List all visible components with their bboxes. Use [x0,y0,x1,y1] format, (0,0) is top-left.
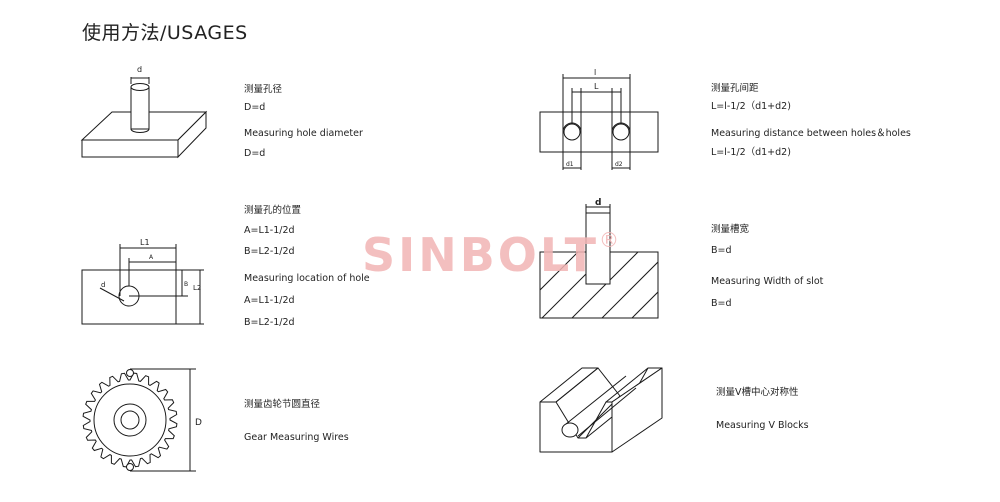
label-d2: d2 [615,161,623,168]
page-title: 使用方法/USAGES [82,22,248,44]
slot-width-en: Measuring Width of slot [711,276,824,287]
hole-location-formula-3: A=L1-1/2d [244,295,295,306]
hole-distance-en: Measuring distance between holes＆holes [711,128,911,139]
label-l: l [594,68,596,77]
label-L1: L1 [140,238,150,247]
hole-diameter-en: Measuring hole diameter [244,128,363,139]
hole-location-cn: 测量孔的位置 [244,205,302,216]
hole-diameter-formula-2: D=d [244,148,266,159]
hole-distance-formula-1: L=l-1/2（d1+d2) [711,101,791,112]
label-D: D [195,418,202,428]
hole-diameter-cn: 测量孔径 [244,84,283,95]
gear-en: Gear Measuring Wires [244,432,349,443]
v-block-en: Measuring V Blocks [716,420,809,431]
hole-diameter-formula-1: D=d [244,102,266,113]
sinbolt-watermark-logo: SINBOLT® [362,228,622,282]
slot-width-formula-1: B=d [711,245,732,256]
hole-location-formula-1: A=L1-1/2d [244,225,295,236]
label-A: A [149,254,154,261]
label-L: L [594,82,599,91]
hole-distance-cn: 测量孔间距 [711,83,759,94]
v-block-cn: 测量V槽中心对称性 [716,387,799,398]
label-d: d [137,65,142,74]
hole-distance-formula-2: L=l-1/2（d1+d2) [711,147,791,158]
label-d-loc: d [101,281,105,289]
label-B: B [184,281,188,288]
slot-width-cn: 测量槽宽 [711,224,750,235]
hole-location-formula-4: B=L2-1/2d [244,317,295,328]
hole-location-formula-2: B=L2-1/2d [244,246,295,257]
hole-location-en: Measuring location of hole [244,273,370,284]
slot-width-formula-2: B=d [711,298,732,309]
label-L2: L2 [193,284,201,292]
label-d-slot: d [595,198,601,208]
gear-cn: 测量齿轮节圆直径 [244,399,321,410]
label-d1: d1 [566,161,574,168]
